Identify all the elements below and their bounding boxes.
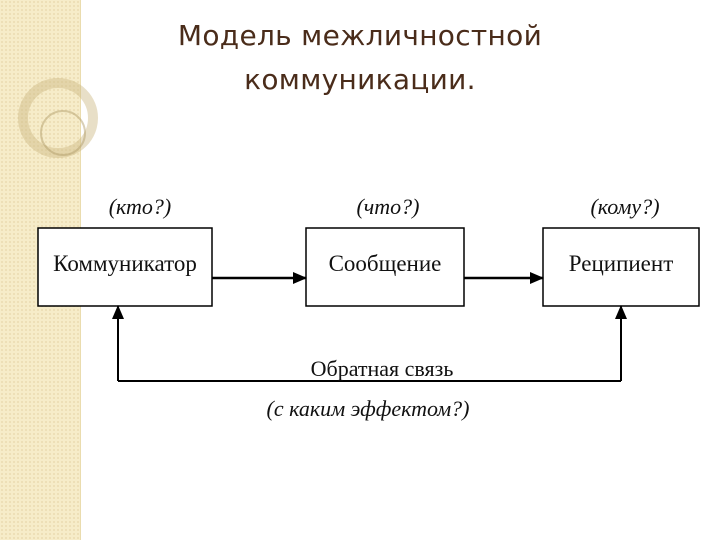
feedback-sublabel: (с каким эффектом?) bbox=[267, 396, 470, 421]
node-box-recipient bbox=[542, 227, 700, 307]
node-question-recipient: (кому?) bbox=[590, 194, 659, 219]
node-question-communicator: (кто?) bbox=[109, 194, 172, 219]
node-box-message bbox=[305, 227, 465, 307]
slide-title-line2: коммуникации. bbox=[244, 63, 476, 96]
node-box-communicator bbox=[37, 227, 213, 307]
slide-title: Модель межличностной коммуникации. bbox=[110, 14, 610, 102]
slide-title-line1: Модель межличностной bbox=[177, 19, 543, 52]
node-question-message: (что?) bbox=[356, 194, 419, 219]
node-label-message: Сообщение bbox=[329, 251, 442, 276]
feedback-label: Обратная связь bbox=[311, 356, 454, 381]
node-label-communicator: Коммуникатор bbox=[53, 251, 197, 276]
node-label-recipient: Реципиент bbox=[569, 251, 674, 276]
decorative-ring-inner bbox=[40, 110, 86, 156]
